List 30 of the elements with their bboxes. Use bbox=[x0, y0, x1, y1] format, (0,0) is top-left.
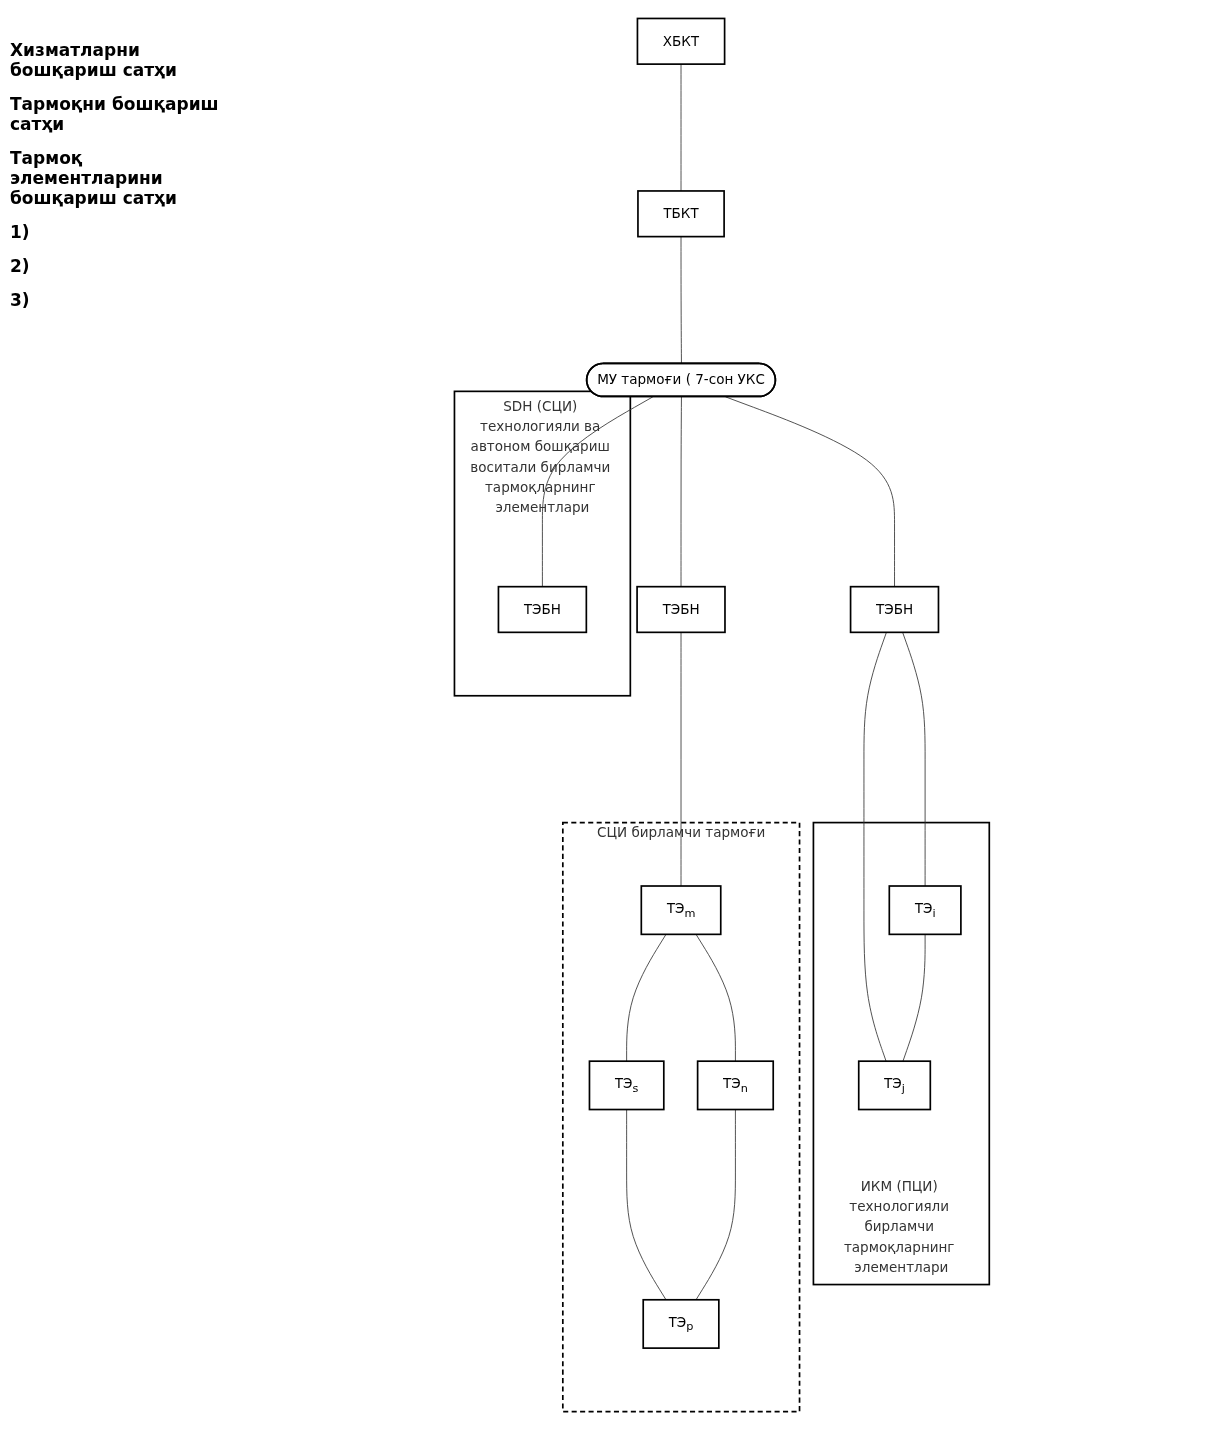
node-box: ТЭ$_{j}$ bbox=[858, 1060, 932, 1111]
connector bbox=[695, 933, 736, 1062]
connector bbox=[902, 631, 926, 887]
node-box: ТБКТ bbox=[637, 190, 726, 238]
node-box: ТЭ$_{i}$ bbox=[888, 885, 962, 936]
node-box: ХБКТ bbox=[636, 17, 726, 65]
connector bbox=[680, 396, 682, 588]
node-box: ТЭ$_{p}$ bbox=[642, 1298, 720, 1349]
connector bbox=[680, 63, 682, 192]
connector bbox=[695, 1109, 736, 1301]
connector bbox=[680, 236, 682, 365]
node-box: ТЭ$_{m}$ bbox=[640, 885, 722, 936]
connector bbox=[542, 396, 654, 588]
connector bbox=[626, 1109, 667, 1301]
connector bbox=[626, 933, 667, 1062]
node-box: ТЭБН bbox=[497, 585, 588, 634]
level-label: 3) bbox=[10, 290, 31, 310]
level-label: 2) bbox=[10, 256, 31, 276]
connector bbox=[902, 933, 926, 1062]
node-box: ТЭ$_{n}$ bbox=[696, 1060, 775, 1111]
node-box: ТЭБН bbox=[849, 585, 940, 634]
connector bbox=[863, 631, 887, 1062]
level-label: 1) bbox=[10, 222, 31, 242]
node-box: ТЭБН bbox=[636, 585, 726, 634]
connector bbox=[680, 631, 682, 887]
level-label: Тармоқ элементларини бошқариш сатҳи bbox=[10, 148, 178, 208]
level-label: Тармоқни бошқариш сатҳи bbox=[10, 94, 220, 134]
level-label: Хизматларни бошқариш сатҳи bbox=[10, 40, 178, 80]
connector bbox=[725, 396, 896, 588]
node-box: ТЭ$_{s}$ bbox=[588, 1060, 665, 1111]
